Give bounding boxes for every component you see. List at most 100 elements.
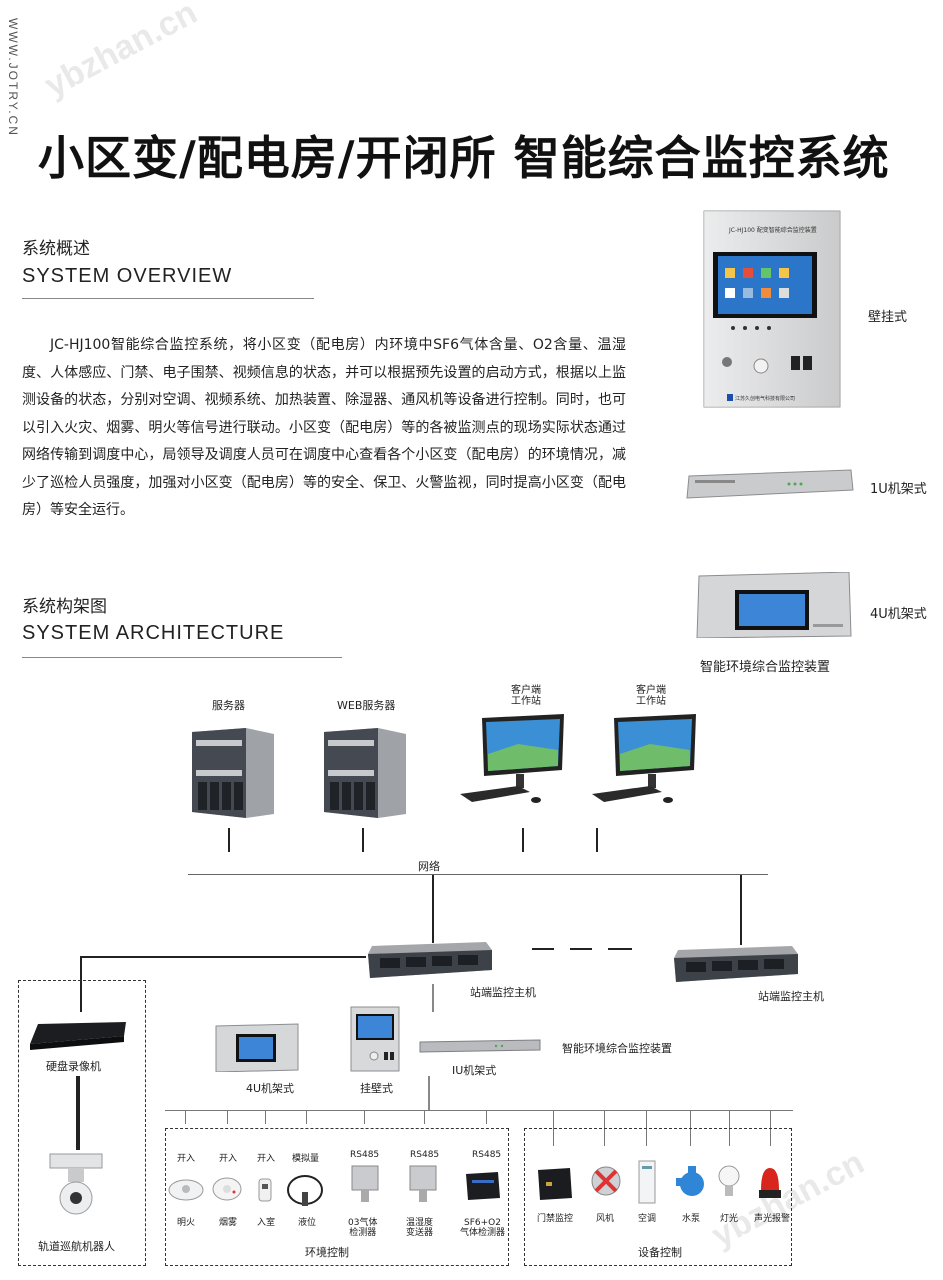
rack-1u-label: 1U机架式 xyxy=(870,482,927,497)
fan-icon xyxy=(590,1164,622,1202)
water-pump-icon xyxy=(674,1164,708,1202)
intrusion-sensor-icon xyxy=(258,1178,272,1202)
video-group-box xyxy=(18,980,146,1266)
rack-4u-label: 4U机架式 xyxy=(870,607,927,622)
workstation-1-icon xyxy=(458,714,568,808)
smoke-detector-icon xyxy=(212,1176,242,1202)
client1-label: 客户端 工作站 xyxy=(511,685,541,707)
drop-5 xyxy=(364,1110,365,1124)
overview-divider xyxy=(22,298,314,299)
unit-wall-label: 挂壁式 xyxy=(360,1082,393,1095)
wall-device-title: JC-HJ100 配变智能综合监控装置 xyxy=(728,226,817,234)
level-sensor-icon xyxy=(284,1172,326,1208)
env-item-2: 烟雾 xyxy=(219,1218,238,1228)
host-dash-3 xyxy=(608,948,632,950)
rack-4u-device xyxy=(695,571,853,639)
light-icon xyxy=(718,1160,740,1202)
env-control-box xyxy=(165,1128,509,1266)
host-units-link xyxy=(432,984,434,1012)
env-input-3: 开入 xyxy=(257,1154,276,1164)
env-item-5: 03气体 检测器 xyxy=(348,1218,378,1238)
dev-item-6: 声光报警 xyxy=(754,1214,791,1224)
wall-mounted-device: JC-HJ100 配变智能综合监控装置 江苏久创电气科技有限公司 xyxy=(703,210,841,408)
nvr-robot-link xyxy=(76,1076,80,1150)
station-host-1-icon xyxy=(366,940,494,980)
server-label: 服务器 xyxy=(212,699,245,712)
page-title: 小区变/配电房/开闭所 智能综合监控系统 xyxy=(38,131,890,185)
nvr-label: 硬盘录像机 xyxy=(46,1060,101,1073)
flame-sensor-icon xyxy=(168,1176,204,1202)
access-control-icon xyxy=(536,1166,574,1202)
dev-item-4: 水泵 xyxy=(682,1214,701,1224)
host1-network-link xyxy=(432,875,434,943)
server-link xyxy=(228,828,230,852)
client2-link xyxy=(596,828,598,852)
network-label: 网络 xyxy=(418,860,440,873)
rack-1u-device xyxy=(685,468,855,500)
wall-company: 江苏久创电气科技有限公司 xyxy=(735,395,795,402)
env-item-4: 液位 xyxy=(298,1218,317,1228)
architecture-title-en: SYSTEM ARCHITECTURE xyxy=(22,622,285,644)
host-dash-1 xyxy=(532,948,554,950)
drop-3 xyxy=(265,1110,266,1124)
overview-title-en: SYSTEM OVERVIEW xyxy=(22,265,233,287)
overview-body: JC-HJ100智能综合监控系统，将小区变（配电房）内环境中SF6气体含量、O2… xyxy=(22,337,626,518)
sf6-o2-detector-icon xyxy=(464,1170,502,1202)
unit-4u-label: 4U机架式 xyxy=(246,1082,295,1095)
products-caption: 智能环境综合监控装置 xyxy=(700,660,831,675)
station-host-2-icon xyxy=(672,944,800,984)
host-dash-2 xyxy=(570,948,592,950)
env-group-label: 环境控制 xyxy=(305,1246,349,1259)
unit-1u-label: IU机架式 xyxy=(452,1064,497,1077)
server-icon xyxy=(190,726,276,818)
watermark-top: ybzhan.cn xyxy=(38,0,204,105)
env-input-4: 模拟量 xyxy=(292,1154,320,1164)
client1-link xyxy=(522,828,524,852)
env-item-3: 入室 xyxy=(257,1218,276,1228)
host-nvr-link-v xyxy=(80,956,82,1012)
station-host-2-label: 站端监控主机 xyxy=(758,990,824,1003)
network-bus xyxy=(188,874,768,875)
nvr-icon xyxy=(28,1020,128,1050)
drop-1 xyxy=(185,1110,186,1124)
unit-wall-icon xyxy=(350,1006,400,1072)
air-conditioner-icon xyxy=(638,1160,656,1204)
architecture-divider xyxy=(22,657,342,658)
site-url: WWW.JOTRY.CN xyxy=(6,18,20,137)
dev-item-5: 灯光 xyxy=(720,1214,739,1224)
drop-7 xyxy=(486,1110,487,1124)
unit-1u-icon xyxy=(418,1038,542,1054)
env-item-1: 明火 xyxy=(177,1218,196,1228)
humidity-transmitter-icon xyxy=(408,1164,438,1204)
env-item-6: 温湿度 变送器 xyxy=(406,1218,434,1238)
web-server-label: WEB服务器 xyxy=(337,699,396,712)
web-server-link xyxy=(362,828,364,852)
host2-network-link xyxy=(740,875,742,945)
workstation-2-icon xyxy=(590,714,700,808)
dev-item-3: 空调 xyxy=(638,1214,657,1224)
env-input-7: RS485 xyxy=(472,1150,502,1160)
field-bus xyxy=(165,1110,793,1111)
env-input-1: 开入 xyxy=(177,1154,196,1164)
units-bus-link xyxy=(428,1076,430,1110)
station-host-1-label: 站端监控主机 xyxy=(470,986,536,999)
drop-4 xyxy=(306,1110,307,1124)
robot-icon xyxy=(46,1152,106,1222)
client2-label: 客户端 工作站 xyxy=(636,685,666,707)
web-server-icon xyxy=(322,726,408,818)
robot-label: 轨道巡航机器人 xyxy=(38,1240,115,1253)
dev-group-label: 设备控制 xyxy=(638,1246,682,1259)
o3-detector-icon xyxy=(350,1164,380,1204)
env-input-2: 开入 xyxy=(219,1154,238,1164)
device-caption: 智能环境综合监控装置 xyxy=(562,1042,672,1055)
wall-mounted-label: 壁挂式 xyxy=(868,310,908,325)
unit-4u-icon xyxy=(214,1022,300,1073)
env-input-6: RS485 xyxy=(410,1150,440,1160)
device-control-box xyxy=(524,1128,792,1266)
drop-6 xyxy=(424,1110,425,1124)
host-nvr-link-h xyxy=(80,956,366,958)
dev-item-1: 门禁监控 xyxy=(537,1214,574,1224)
env-item-7: SF6+O2 气体检测器 xyxy=(460,1218,506,1238)
dev-item-2: 风机 xyxy=(596,1214,615,1224)
env-input-5: RS485 xyxy=(350,1150,380,1160)
